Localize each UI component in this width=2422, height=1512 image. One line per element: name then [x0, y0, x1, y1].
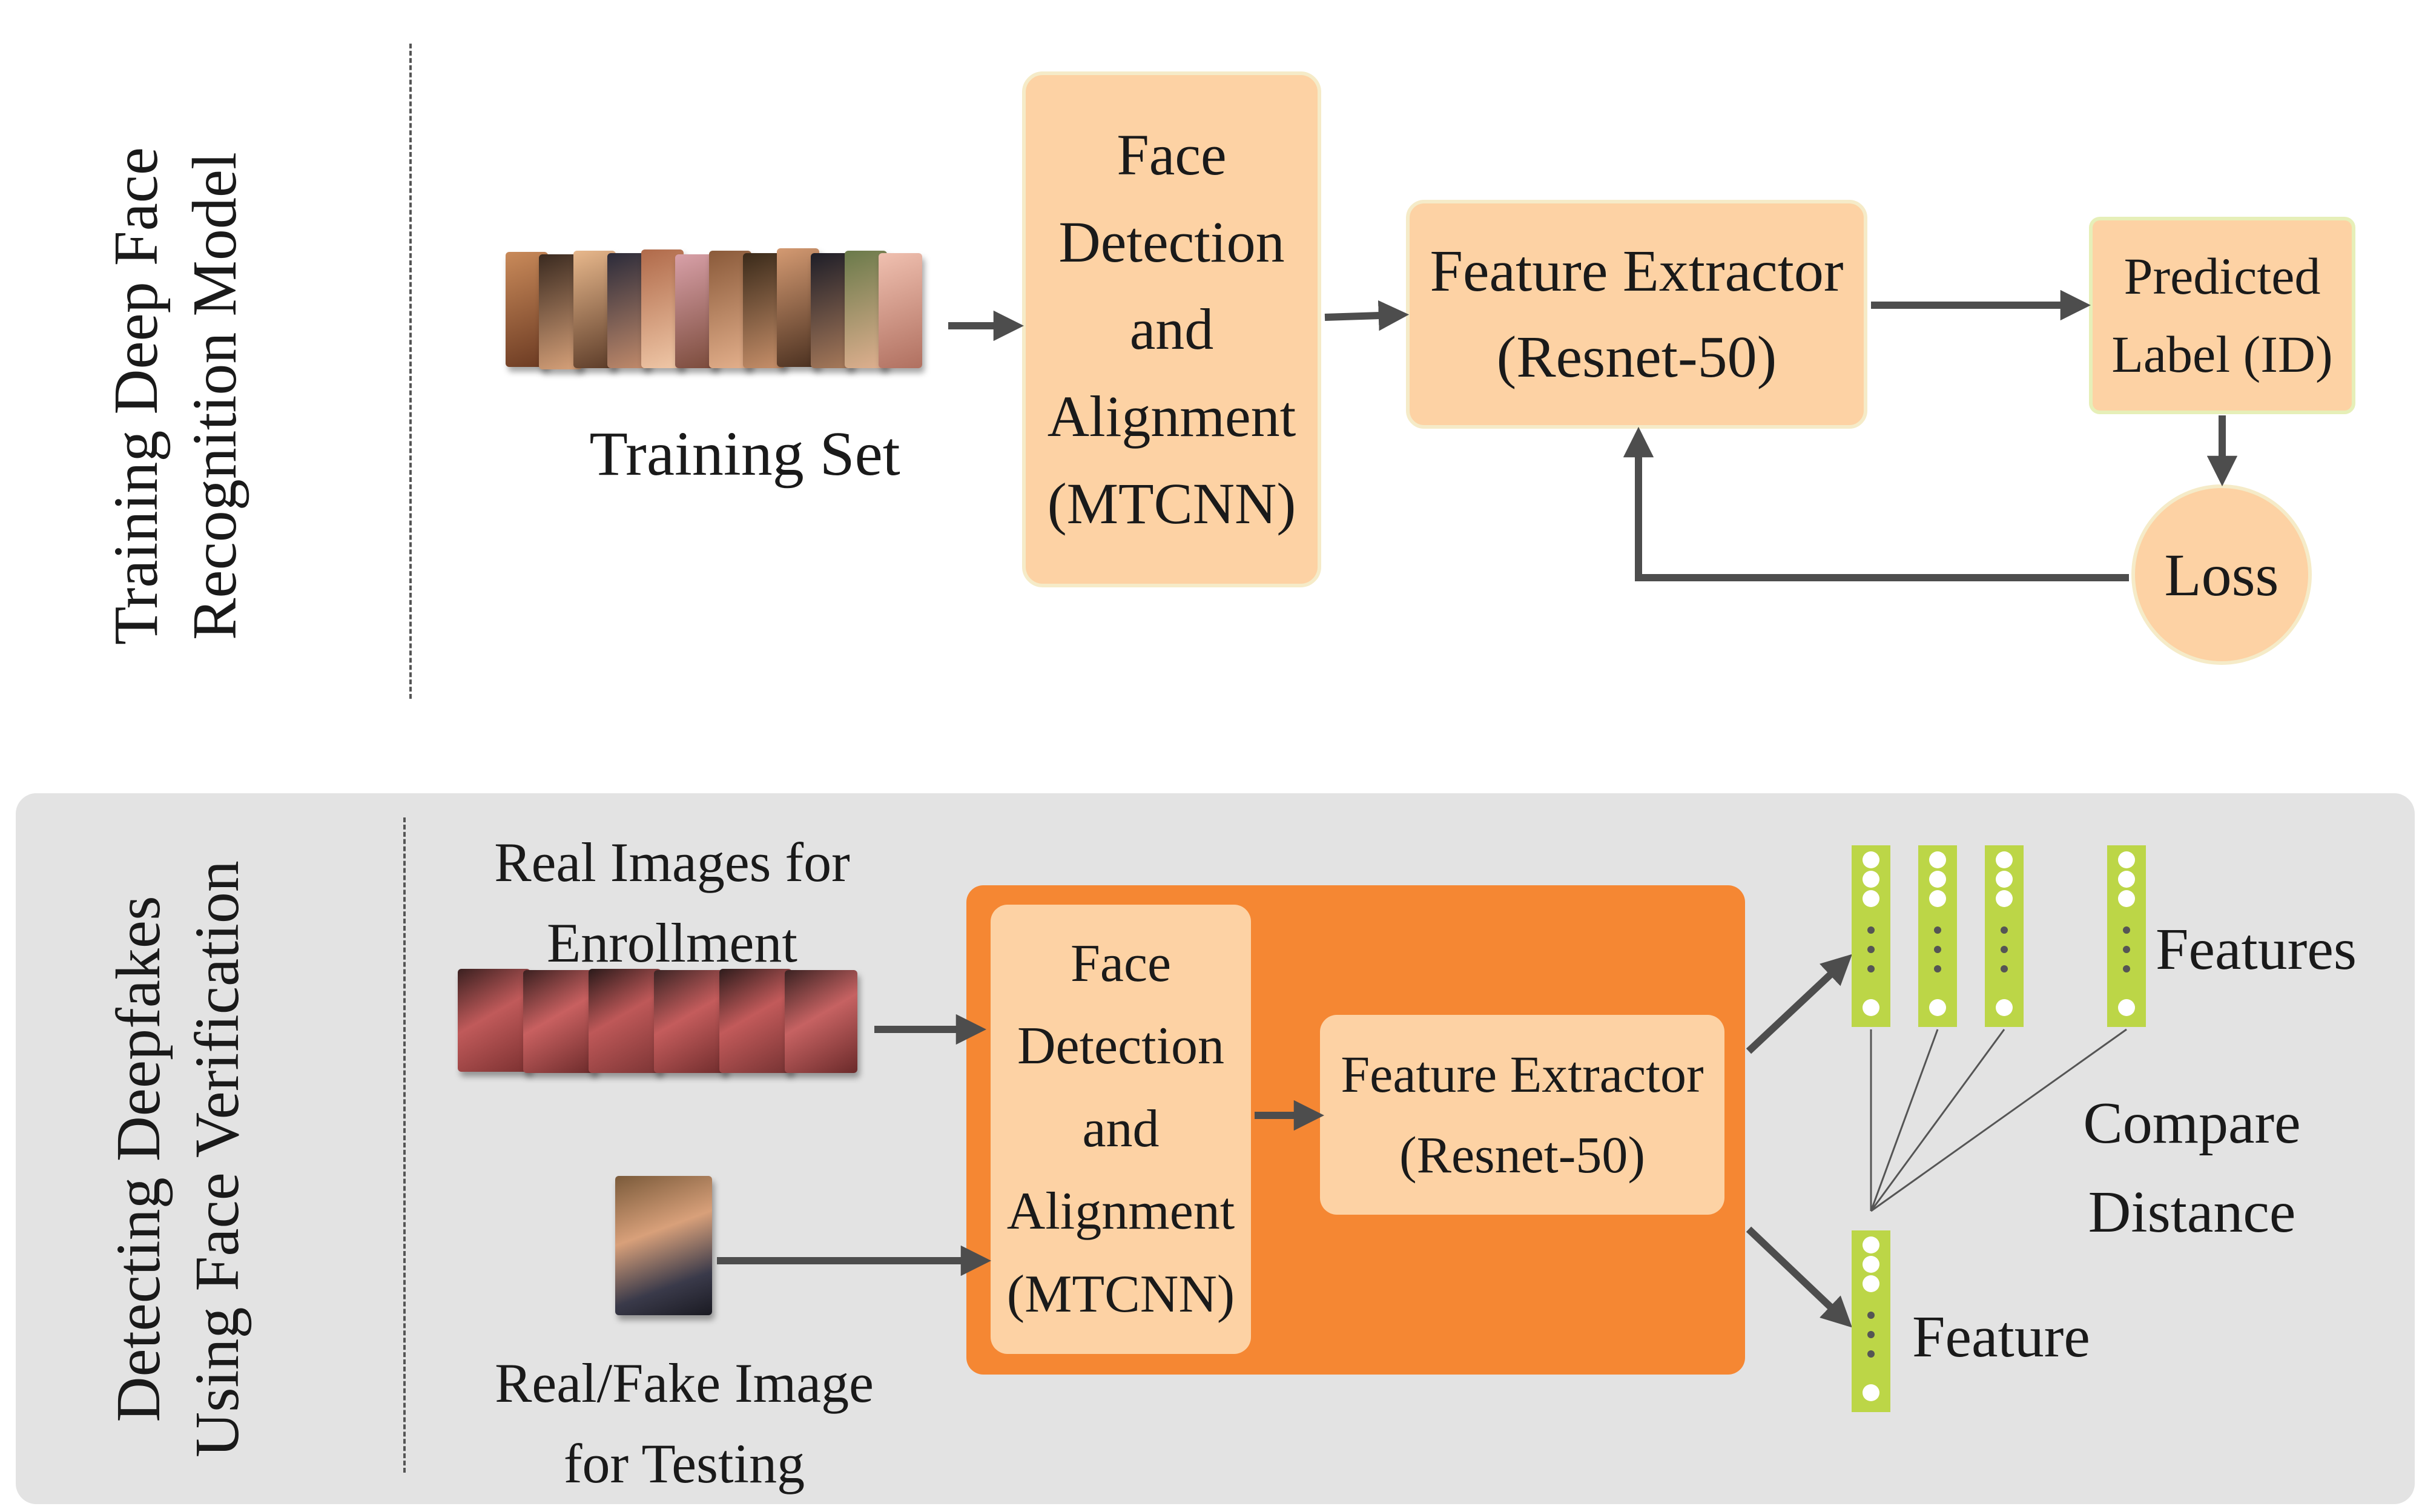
arrow-loss-to-extractor: [1623, 426, 2129, 581]
loss-circle: Loss: [2131, 484, 2312, 665]
test-feature-vector: [1852, 1230, 1890, 1412]
arrow-detection-to-extractor: [1324, 300, 1410, 331]
enrollment-face-4: [654, 970, 727, 1073]
testing-image: [615, 1176, 712, 1315]
enrollment-feature-vector-4: [2107, 845, 2146, 1027]
training-set-images: [506, 248, 948, 400]
section-divider-bottom: [403, 817, 406, 1473]
training-feature-extractor-box: Feature Extractor (Resnet-50): [1406, 200, 1867, 429]
enrollment-feature-vector-1: [1852, 845, 1890, 1027]
compare-distance-label: Compare Distance: [2083, 1091, 2301, 1245]
training-face-12: [879, 253, 922, 368]
enrollment-face-6: [785, 970, 857, 1073]
enrollment-face-2: [523, 970, 596, 1073]
enrollment-label: Real Images for Enrollment: [494, 831, 850, 974]
enrollment-feature-vector-3: [1985, 845, 2024, 1027]
feature-vectors: [1852, 845, 2146, 1412]
enrollment-face-5: [719, 969, 792, 1073]
arrow-extractor-to-feature: [1746, 1226, 1852, 1328]
enrollment-images: [458, 969, 869, 1090]
testing-label: Real/Fake Image for Testing: [495, 1352, 874, 1495]
predicted-label-box: Predicted Label (ID): [2089, 217, 2355, 414]
section-divider-top: [409, 44, 412, 699]
enrollment-face-1: [458, 969, 530, 1072]
features-label: Features: [2156, 917, 2357, 982]
enrollment-feature-vector-2: [1918, 845, 1957, 1027]
training-set-label: Training Set: [589, 419, 900, 489]
feature-label: Feature: [1912, 1304, 2090, 1370]
enrollment-face-3: [589, 969, 661, 1073]
arrow-extractor-to-features: [1746, 954, 1853, 1054]
compare-lines: [1870, 1028, 2127, 1212]
detecting-face-detection-box: Face Detection and Alignment (MTCNN): [991, 905, 1251, 1354]
detecting-feature-extractor-box: Feature Extractor (Resnet-50): [1320, 1015, 1724, 1215]
